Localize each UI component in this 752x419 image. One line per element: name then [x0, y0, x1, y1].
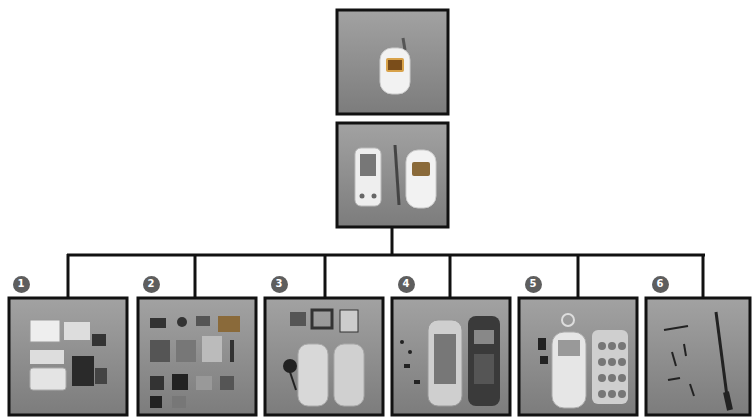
callout-number: 1	[13, 276, 30, 293]
housing-frames-photo	[283, 310, 364, 406]
callout-text: 1	[18, 279, 25, 289]
phone-halves-photo	[355, 145, 436, 208]
screws-tool-photo	[664, 312, 730, 410]
callout-text: 3	[276, 279, 283, 289]
callout-number: 3	[271, 276, 288, 293]
circuit-board-photo	[400, 316, 500, 406]
callout-number: 6	[652, 276, 669, 293]
phone-photo	[380, 38, 410, 94]
tree-lines	[67, 228, 705, 297]
callout-number: 2	[143, 276, 160, 293]
callout-number: 5	[525, 276, 542, 293]
callout-text: 4	[403, 279, 410, 289]
callout-text: 5	[530, 279, 537, 289]
photo-frames	[9, 10, 750, 415]
callout-text: 2	[148, 279, 155, 289]
keypad-photo	[538, 314, 628, 408]
small-parts-photo	[150, 316, 240, 408]
callout-text: 6	[657, 279, 664, 289]
callout-number: 4	[398, 276, 415, 293]
battery-parts-photo	[30, 320, 107, 390]
